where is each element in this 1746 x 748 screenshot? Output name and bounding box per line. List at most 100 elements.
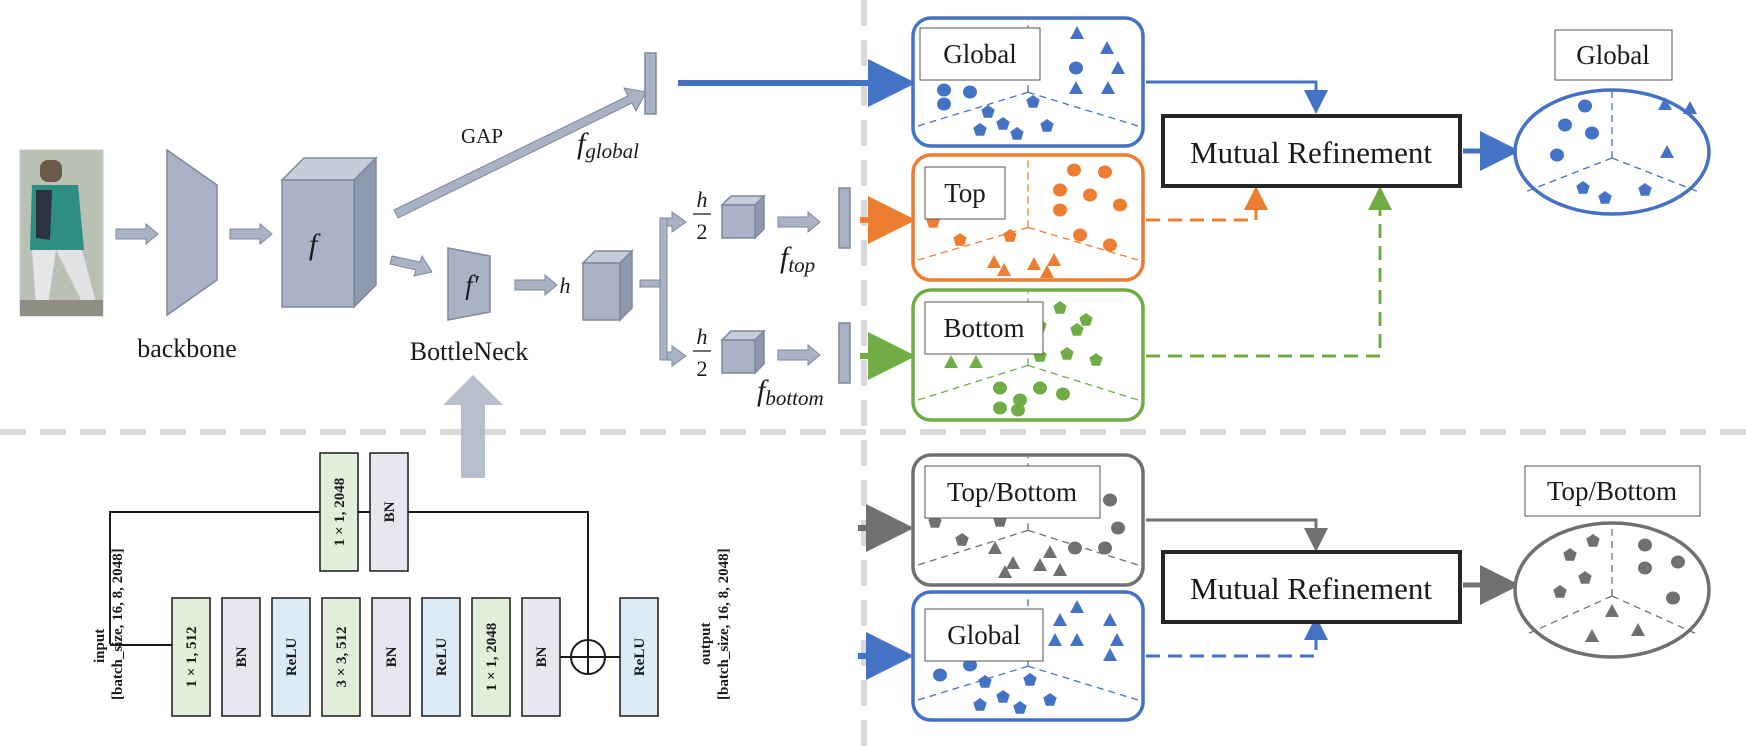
cluster-point xyxy=(1598,191,1612,204)
h-label: h xyxy=(560,273,571,298)
cluster-point xyxy=(1113,198,1127,212)
cluster-point xyxy=(1048,633,1062,646)
svg-text:3 × 3, 512: 3 × 3, 512 xyxy=(334,626,350,687)
cluster-point xyxy=(1053,613,1067,626)
cluster-point xyxy=(1073,228,1087,242)
cluster-point xyxy=(1631,623,1645,636)
cluster-point xyxy=(1666,591,1680,605)
cluster-point xyxy=(963,658,977,672)
cluster-point xyxy=(981,105,995,118)
svg-text:2: 2 xyxy=(697,356,708,381)
arrow-bottom-fbottom xyxy=(777,343,821,367)
cluster-point xyxy=(1563,548,1577,561)
svg-text:Top/Bottom: Top/Bottom xyxy=(1547,476,1677,506)
cluster-point xyxy=(1013,393,1027,407)
bn-main-block: 3 × 3, 512 xyxy=(321,597,361,717)
cluster-label-bottom: Bottom xyxy=(924,301,1044,355)
cluster-point xyxy=(1033,558,1047,571)
svg-text:2: 2 xyxy=(697,219,708,244)
cluster-point xyxy=(978,675,992,688)
cluster-point xyxy=(1047,253,1061,266)
feature-map-h xyxy=(581,249,634,322)
cluster-point xyxy=(1027,257,1041,270)
cluster-point xyxy=(937,83,951,97)
cluster-point xyxy=(1683,101,1697,114)
result-ellipse-topbottom xyxy=(1513,521,1711,659)
svg-text:BN: BN xyxy=(234,646,250,667)
arrow-f-bottleneck xyxy=(389,254,433,277)
svg-text:1 × 1, 512: 1 × 1, 512 xyxy=(184,626,200,687)
cluster-point xyxy=(1101,81,1115,94)
bn-main-block: BN xyxy=(521,597,561,717)
cluster-point xyxy=(987,255,1001,268)
cluster-point xyxy=(1558,118,1572,132)
cluster-point xyxy=(1585,126,1599,140)
cluster-point xyxy=(1069,81,1083,94)
cluster-point xyxy=(1671,555,1685,569)
cluster-point xyxy=(953,233,967,246)
h-over-2-bottom: h 2 xyxy=(693,324,711,381)
cluster-point xyxy=(1013,701,1027,714)
output-label: output [batch_size, 16, 8, 2048] xyxy=(698,548,732,700)
cluster-point xyxy=(1070,26,1084,39)
svg-text:Mutual Refinement: Mutual Refinement xyxy=(1190,135,1432,170)
cluster-point xyxy=(1003,229,1017,242)
cluster-point xyxy=(1578,571,1592,584)
bn-shortcut-block: 1 × 1, 2048 xyxy=(319,452,359,572)
cluster-point xyxy=(1110,633,1124,646)
cluster-point xyxy=(1011,403,1025,417)
svg-text:Mutual Refinement: Mutual Refinement xyxy=(1190,571,1432,606)
cluster-point xyxy=(1660,145,1674,158)
cluster-point xyxy=(1010,127,1024,140)
feature-map-top xyxy=(720,194,766,240)
gap-label: GAP xyxy=(461,124,503,148)
svg-text:ReLU: ReLU xyxy=(434,638,450,676)
bn-main-block: BN xyxy=(221,597,261,717)
mutual-refinement-bottom: Mutual Refinement xyxy=(1161,550,1462,624)
cluster-point xyxy=(1100,41,1114,54)
cluster-point xyxy=(1638,538,1652,552)
arrow-fprime-h xyxy=(514,273,558,297)
cluster-point xyxy=(1067,163,1081,177)
svg-text:BN: BN xyxy=(534,646,550,667)
mutual-refinement-top: Mutual Refinement xyxy=(1161,114,1462,188)
bn-main-block: BN xyxy=(371,597,411,717)
cluster-point xyxy=(1098,165,1112,179)
f-prime-label: f′ xyxy=(465,270,480,300)
arrow-top-ftop xyxy=(777,210,821,234)
cluster-point xyxy=(1103,493,1117,507)
connector-top-refine xyxy=(1146,186,1268,222)
svg-text:BN: BN xyxy=(384,646,400,667)
cluster-point xyxy=(1070,323,1084,336)
bn-shortcut-block: BN xyxy=(369,452,409,572)
result-ellipse-global xyxy=(1513,88,1711,216)
bottleneck-label: BottleNeck xyxy=(410,337,528,366)
bn-main-block: 1 × 1, 2048 xyxy=(471,597,511,717)
cluster-point xyxy=(1026,95,1040,108)
cluster-point xyxy=(1053,203,1067,217)
svg-text:Global: Global xyxy=(1576,40,1650,70)
svg-text:Top/Bottom: Top/Bottom xyxy=(947,477,1077,507)
result-label-topbottom: Top/Bottom xyxy=(1524,465,1701,517)
cluster-point xyxy=(1060,347,1074,360)
cluster-point xyxy=(973,698,987,711)
f-global-vector xyxy=(644,52,657,115)
cluster-point xyxy=(1578,99,1592,113)
cluster-point xyxy=(1111,521,1125,535)
cluster-point xyxy=(1053,183,1067,197)
connector-global2-refine xyxy=(1146,616,1328,658)
cluster-point xyxy=(1043,545,1057,558)
cluster-point xyxy=(969,355,983,368)
svg-text:Top: Top xyxy=(944,178,986,208)
cluster-point xyxy=(1068,541,1082,555)
cluster-point xyxy=(1083,188,1097,202)
connector-bottom-refine xyxy=(1146,186,1392,358)
cluster-point xyxy=(988,541,1002,554)
cluster-label-top: Top xyxy=(924,166,1006,220)
cluster-point xyxy=(1070,633,1084,646)
split-connector xyxy=(639,211,687,367)
bottleneck-detail-arrow xyxy=(443,375,503,478)
cluster-point xyxy=(1040,265,1054,278)
svg-text:BN: BN xyxy=(382,501,398,522)
